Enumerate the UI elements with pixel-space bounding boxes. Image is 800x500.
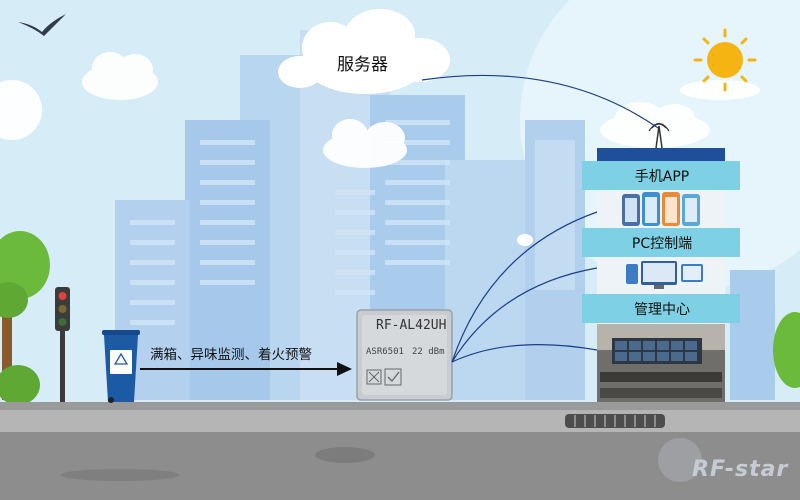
panel-label-app: 手机APP xyxy=(634,169,690,185)
clouds xyxy=(0,9,760,246)
cert-icons xyxy=(366,368,402,386)
panel-label-pc: PC控制端 xyxy=(631,236,693,252)
panel-bar-app xyxy=(582,161,740,190)
sun-icon xyxy=(693,28,757,92)
control-room-image xyxy=(597,324,725,403)
panel-bar-center xyxy=(582,294,740,323)
link-module-center xyxy=(451,344,598,363)
panel-label-center: 管理中心 xyxy=(634,302,690,318)
panel-bar-pc xyxy=(582,228,740,257)
module-model-label: RF-AL42UH xyxy=(376,318,447,333)
flow-arrow xyxy=(140,362,352,376)
smart-trash-bin xyxy=(102,330,140,403)
cloud-server xyxy=(278,9,450,94)
link-module-pc xyxy=(451,267,598,363)
tree-left xyxy=(0,231,50,400)
bird-icon xyxy=(18,14,66,36)
server-label: 服务器 xyxy=(337,55,388,75)
module-power-label: 22 dBm xyxy=(412,347,445,357)
antenna-icon xyxy=(648,122,670,149)
phone-screens-image xyxy=(622,192,700,226)
watermark-logo-icon xyxy=(658,438,702,482)
pc-screens-image xyxy=(626,261,703,289)
watermark-text: RF-star xyxy=(692,457,789,482)
lora-module xyxy=(356,309,453,401)
control-center-building xyxy=(582,122,740,403)
link-server-antenna xyxy=(421,74,659,129)
tree-right xyxy=(773,312,800,388)
flow-label: 满箱、异味监测、着火预警 xyxy=(150,347,312,363)
traffic-light-icon xyxy=(55,287,70,402)
module-chip-label: ASR6501 xyxy=(366,347,404,357)
bush-left xyxy=(0,365,40,405)
link-module-app xyxy=(451,211,598,363)
recycle-icon xyxy=(113,352,129,365)
road xyxy=(0,402,800,500)
wireless-links xyxy=(421,74,659,363)
